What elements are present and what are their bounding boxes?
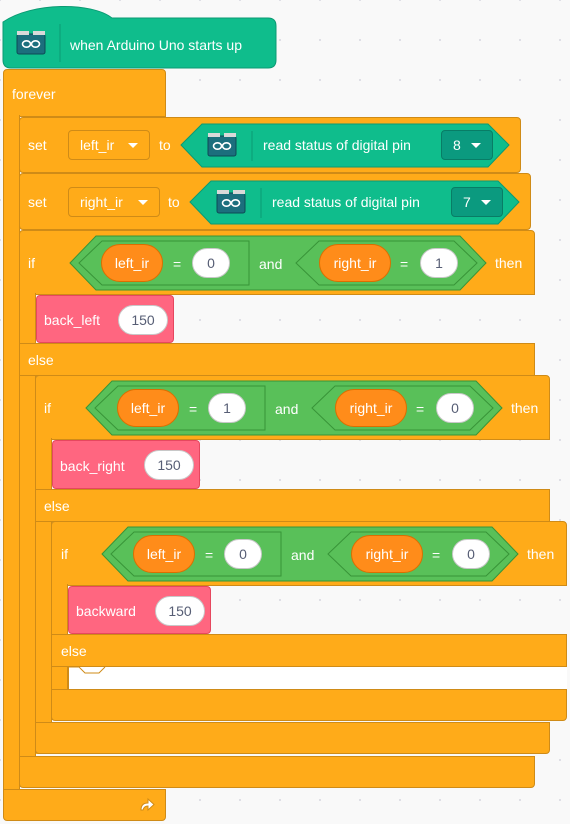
and-label: and — [275, 401, 299, 417]
left-ir-reporter[interactable]: left_ir — [117, 389, 179, 427]
equals-operator: = — [173, 256, 182, 272]
caret-down-icon — [471, 143, 481, 148]
arduino-board-icon — [214, 190, 248, 216]
else-label: else — [28, 352, 54, 368]
arduino-board-icon — [205, 133, 239, 159]
speed-input[interactable]: 150 — [144, 450, 194, 480]
read-pin-label: read status of digital pin — [272, 194, 420, 210]
left-ir-reporter[interactable]: left_ir — [133, 535, 195, 573]
speed-input[interactable]: 150 — [118, 305, 168, 335]
if-else-2-else-bar — [35, 489, 550, 522]
empty-else-slot — [68, 667, 567, 689]
else-label: else — [44, 498, 70, 514]
equals-operator: = — [189, 401, 198, 417]
read-pin-reporter-shape[interactable] — [189, 180, 520, 226]
if-else-1-else-bar — [19, 343, 535, 376]
if-else-3-footer — [51, 689, 567, 721]
variable-dropdown-left-ir[interactable]: left_ir — [68, 130, 150, 160]
right-ir-reporter[interactable]: right_ir — [351, 535, 423, 573]
forever-label: forever — [12, 86, 56, 102]
equals-operator: = — [432, 547, 441, 563]
if-else-2-arm — [35, 438, 52, 754]
then-label: then — [527, 546, 555, 562]
value-input[interactable]: 0 — [192, 248, 230, 278]
set-label: set — [28, 137, 47, 153]
caret-down-icon — [128, 143, 138, 148]
value-input[interactable]: 0 — [436, 393, 474, 423]
value-input[interactable]: 1 — [208, 393, 246, 423]
variable-name: left_ir — [80, 137, 115, 153]
pin-number: 8 — [453, 137, 461, 153]
value-input[interactable]: 0 — [452, 539, 490, 569]
back-right-label: back_right — [60, 458, 125, 474]
if-else-3-else-bar — [51, 634, 567, 667]
equals-operator: = — [400, 256, 409, 272]
pin-dropdown-7[interactable]: 7 — [451, 187, 503, 217]
if-label: if — [44, 400, 51, 416]
to-label: to — [159, 137, 171, 153]
hat-label: when Arduino Uno starts up — [70, 37, 242, 53]
read-pin-label: read status of digital pin — [263, 137, 411, 153]
set-label: set — [28, 194, 47, 210]
variable-dropdown-right-ir[interactable]: right_ir — [68, 187, 160, 217]
forever-arm — [3, 115, 20, 791]
back-left-block[interactable] — [36, 295, 174, 343]
read-pin-reporter-shape[interactable] — [180, 123, 510, 169]
arduino-board-icon — [14, 31, 48, 57]
else-label: else — [61, 643, 87, 659]
pin-dropdown-8[interactable]: 8 — [441, 130, 493, 160]
value-input[interactable]: 1 — [420, 248, 458, 278]
speed-input[interactable]: 150 — [155, 596, 205, 626]
and-label: and — [291, 547, 315, 563]
back-left-label: back_left — [44, 312, 101, 328]
value-input[interactable]: 0 — [224, 539, 262, 569]
forever-block[interactable] — [3, 69, 166, 117]
then-label: then — [495, 255, 523, 271]
if-else-1-footer — [19, 756, 535, 788]
if-else-2-footer — [35, 722, 550, 754]
pin-number: 7 — [463, 194, 471, 210]
hat-block-shape[interactable] — [2, 0, 282, 70]
if-label: if — [28, 255, 35, 271]
right-ir-reporter[interactable]: right_ir — [319, 244, 391, 282]
equals-operator: = — [416, 401, 425, 417]
caret-down-icon — [138, 200, 148, 205]
backward-label: backward — [76, 603, 136, 619]
forever-footer — [3, 789, 166, 821]
equals-operator: = — [205, 547, 214, 563]
loop-arrow-icon — [140, 797, 155, 812]
right-ir-reporter[interactable]: right_ir — [335, 389, 407, 427]
and-label: and — [259, 256, 283, 272]
variable-name: right_ir — [80, 194, 123, 210]
to-label: to — [168, 194, 180, 210]
if-label: if — [61, 546, 68, 562]
notch-icon — [69, 667, 106, 674]
caret-down-icon — [481, 200, 491, 205]
left-ir-reporter[interactable]: left_ir — [101, 244, 163, 282]
then-label: then — [511, 400, 539, 416]
